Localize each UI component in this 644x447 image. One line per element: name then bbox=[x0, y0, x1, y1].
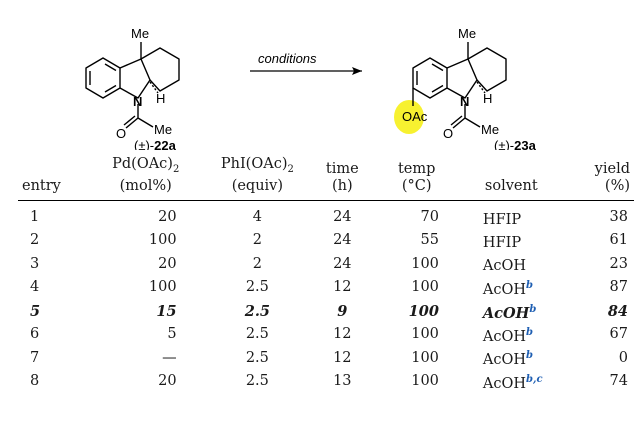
cell-pd: — bbox=[162, 349, 177, 366]
reactant-compound-label: (±)-22a bbox=[134, 138, 177, 150]
cell-pd: 20 bbox=[158, 255, 177, 272]
cell-temp: 100 bbox=[411, 349, 439, 366]
cell-entry: 7 bbox=[30, 349, 40, 366]
header-pd: Pd(OAc)2 (mol%) bbox=[88, 156, 203, 201]
table-row: 3 20 2 24 100 AcOH 23 bbox=[18, 252, 634, 276]
table-row-optimal: 5 15 2.5 9 100 AcOHb 84 bbox=[18, 299, 634, 323]
cell-phi: 2.5 bbox=[245, 279, 269, 296]
reactant-structure bbox=[85, 42, 180, 129]
cell-entry: 3 bbox=[30, 255, 40, 272]
footnote-marker: b bbox=[526, 279, 534, 291]
cell-yield: 0 bbox=[618, 349, 628, 366]
cell-entry: 8 bbox=[30, 373, 40, 390]
reactant-acetyl-me-label: Me bbox=[154, 122, 172, 137]
cell-phi: 4 bbox=[252, 209, 262, 226]
cell-solvent: AcOHb bbox=[482, 350, 534, 369]
cell-pd: 20 bbox=[158, 209, 177, 226]
product-o-label: O bbox=[443, 126, 453, 141]
header-phi: PhI(OAc)2 (equiv) bbox=[202, 156, 313, 201]
cell-time: 12 bbox=[333, 326, 352, 343]
cell-temp: 55 bbox=[420, 232, 439, 249]
cell-entry: 2 bbox=[30, 232, 40, 249]
cell-time: 24 bbox=[333, 232, 352, 249]
cell-pd: 20 bbox=[158, 373, 177, 390]
table-row: 4 100 2.5 12 100 AcOHb 87 bbox=[18, 276, 634, 300]
table-row: 6 5 2.5 12 100 AcOHb 67 bbox=[18, 323, 634, 347]
footnote-marker: b bbox=[526, 350, 534, 362]
reactant-h-label: H bbox=[156, 91, 165, 106]
cell-pd: 100 bbox=[148, 232, 177, 249]
table-row: 8 20 2.5 13 100 AcOHb,c 74 bbox=[18, 370, 634, 394]
reaction-arrowhead bbox=[352, 67, 362, 75]
product-structure bbox=[412, 42, 507, 129]
header-temp: temp(°C) bbox=[372, 156, 461, 201]
cell-yield: 84 bbox=[607, 302, 628, 320]
reactant-n-label: N bbox=[133, 94, 142, 109]
reactant-o-label: O bbox=[116, 126, 126, 141]
cell-temp: 100 bbox=[411, 326, 439, 343]
cell-yield: 61 bbox=[609, 232, 628, 249]
cell-yield: 74 bbox=[609, 373, 628, 390]
cell-solvent: HFIP bbox=[482, 211, 522, 228]
cell-entry: 1 bbox=[30, 209, 40, 226]
cell-temp: 70 bbox=[420, 209, 439, 226]
optimization-table: entry Pd(OAc)2 (mol%) PhI(OAc)2 (equiv) … bbox=[18, 156, 634, 393]
cell-solvent: AcOHb bbox=[482, 279, 534, 298]
cell-phi: 2.5 bbox=[245, 373, 269, 390]
footnote-marker: b bbox=[526, 326, 534, 338]
product-h-label: H bbox=[483, 91, 492, 106]
product-compound-label: (±)-23a bbox=[494, 138, 537, 150]
cell-time: 13 bbox=[333, 373, 352, 390]
table-row: 7 — 2.5 12 100 AcOHb 0 bbox=[18, 346, 634, 370]
cell-yield: 38 bbox=[609, 209, 628, 226]
cell-pd: 5 bbox=[167, 326, 177, 343]
cell-time: 24 bbox=[333, 209, 352, 226]
cell-temp: 100 bbox=[411, 279, 439, 296]
cell-yield: 67 bbox=[609, 326, 628, 343]
conditions-label: conditions bbox=[258, 51, 317, 66]
cell-temp: 100 bbox=[411, 373, 439, 390]
table-header-row: entry Pd(OAc)2 (mol%) PhI(OAc)2 (equiv) … bbox=[18, 156, 634, 201]
cell-phi: 2.5 bbox=[244, 302, 270, 320]
reaction-scheme: Me N H O Me (±)-22a conditions Me N H OA… bbox=[85, 26, 537, 150]
cell-entry: 6 bbox=[30, 326, 40, 343]
cell-phi: 2.5 bbox=[245, 349, 269, 366]
cell-solvent: HFIP bbox=[482, 234, 522, 251]
cell-yield: 87 bbox=[609, 279, 628, 296]
cell-solvent: AcOH bbox=[482, 258, 527, 275]
header-yield: yield(%) bbox=[587, 156, 634, 201]
cell-pd: 100 bbox=[148, 279, 177, 296]
cell-solvent: AcOHb bbox=[482, 326, 534, 345]
cell-time: 9 bbox=[337, 302, 348, 320]
cell-time: 12 bbox=[333, 349, 352, 366]
table-row: 2 100 2 24 55 HFIP 61 bbox=[18, 229, 634, 253]
cell-phi: 2.5 bbox=[245, 326, 269, 343]
cell-pd: 15 bbox=[156, 302, 177, 320]
cell-time: 24 bbox=[333, 255, 352, 272]
reactant-me-label: Me bbox=[131, 26, 149, 41]
cell-temp: 100 bbox=[408, 302, 439, 320]
cell-entry: 5 bbox=[30, 302, 41, 320]
product-oac-label: OAc bbox=[402, 109, 428, 124]
cell-entry: 4 bbox=[30, 279, 40, 296]
header-time: time(h) bbox=[312, 156, 373, 201]
table-row: 1 20 4 24 70 HFIP 38 bbox=[18, 200, 634, 229]
footnote-marker: b,c bbox=[526, 373, 543, 385]
cell-solvent: AcOHb,c bbox=[482, 373, 543, 392]
cell-solvent: AcOHb bbox=[482, 303, 537, 322]
header-solvent: solvent bbox=[460, 156, 588, 201]
cell-phi: 2 bbox=[252, 232, 262, 249]
product-n-label: N bbox=[460, 94, 469, 109]
product-acetyl-me-label: Me bbox=[481, 122, 499, 137]
cell-time: 12 bbox=[333, 279, 352, 296]
product-me-label: Me bbox=[458, 26, 476, 41]
cell-yield: 23 bbox=[609, 255, 628, 272]
header-entry: entry bbox=[18, 156, 89, 201]
cell-temp: 100 bbox=[411, 255, 439, 272]
cell-phi: 2 bbox=[252, 255, 262, 272]
oac-highlight bbox=[394, 100, 424, 134]
footnote-marker: b bbox=[529, 303, 537, 315]
